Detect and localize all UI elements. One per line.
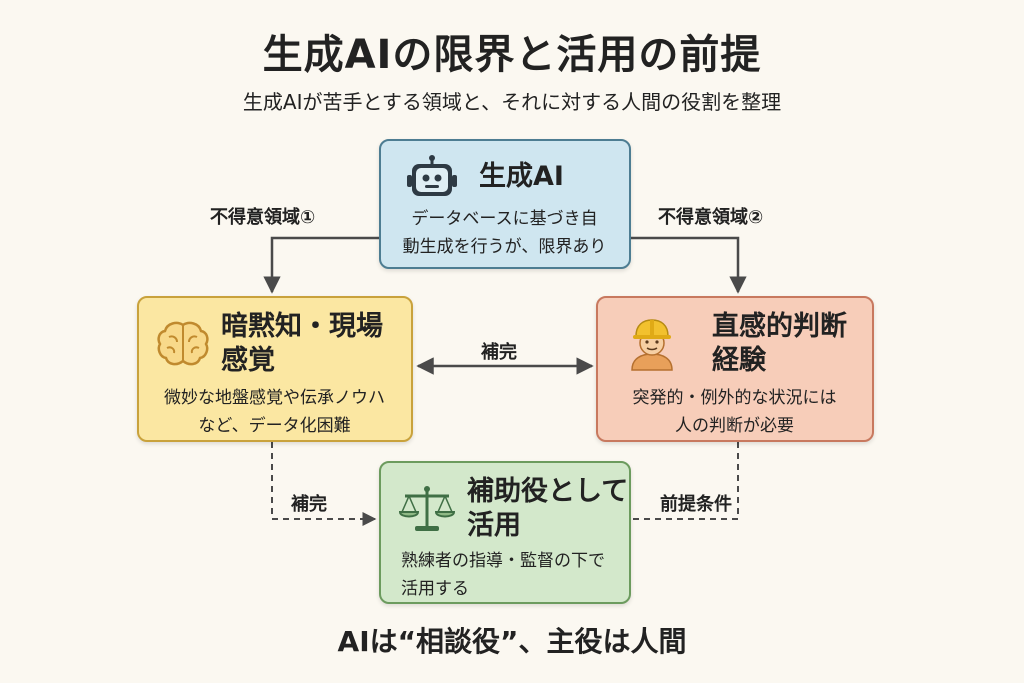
edge-tacit-to-assist [271,442,377,526]
node-title: 生成AI [479,161,564,192]
node-desc-line2: 活用する [401,579,469,599]
node-title-line1: 直感的判断 [712,311,847,342]
scales-icon [398,486,456,531]
worker-helmet-icon [631,319,673,371]
edge-ai-to-intuition [631,236,747,294]
page-title: 生成AIの限界と活用の前提 [262,32,762,78]
node-title-line2: 活用 [467,510,521,541]
node-title-line1: 補助役として [467,476,629,507]
node-desc-line1: 熟練者の指導・監督の下で [401,551,605,571]
node-desc-line2: 人の判断が必要 [675,416,794,436]
edge-label-complement-bottom: 補完 [291,494,327,515]
node-generative-ai: 生成AI データベースに基づき自 動生成を行うが、限界あり [379,139,631,269]
node-title-line1: 暗黙知・現場 [221,311,383,342]
node-assistant-role: 補助役として 活用 熟練者の指導・監督の下で 活用する [379,461,631,604]
edge-intuition-to-assist [631,442,739,520]
robot-icon [407,155,457,196]
node-desc-line2: など、データ化困難 [198,416,351,436]
page-subtitle: 生成AIが苦手とする領域と、それに対する人間の役割を整理 [242,90,782,114]
edge-ai-to-tacit [263,236,379,294]
node-tacit-knowledge: 暗黙知・現場 感覚 微妙な地盤感覚や伝承ノウハ など、データ化困難 [137,296,413,442]
node-intuitive-judgment: 直感的判断 経験 突発的・例外的な状況には 人の判断が必要 [596,296,874,442]
node-title-line2: 経験 [712,345,766,376]
edge-label-premise: 前提条件 [660,494,732,515]
edge-label-weak1: 不得意領域① [210,207,316,228]
brain-icon [157,321,209,366]
node-title-line2: 感覚 [221,345,275,376]
node-desc-line1: 突発的・例外的な状況には [632,388,837,408]
node-desc-line2: 動生成を行うが、限界あり [402,237,607,257]
footer-summary: AIは“相談役”、主役は人間 [337,625,687,658]
edge-label-weak2: 不得意領域② [658,207,764,228]
node-desc-line1: 微妙な地盤感覚や伝承ノウハ [164,388,385,408]
node-desc-line1: データベースに基づき自 [411,209,598,229]
edge-label-complement-top: 補完 [481,342,517,363]
